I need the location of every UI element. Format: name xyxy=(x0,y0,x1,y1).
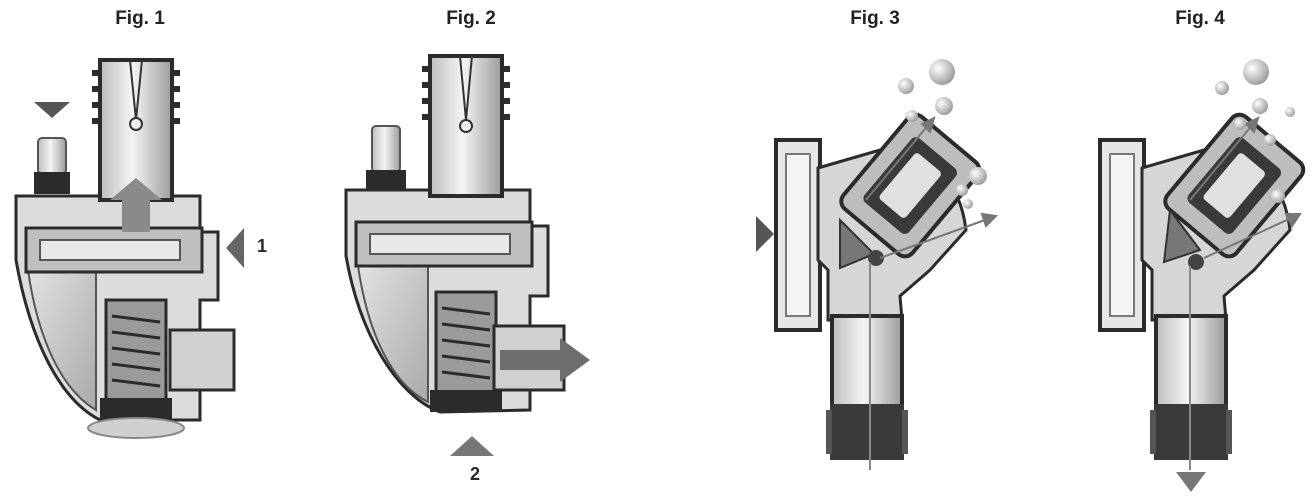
fig-3-lower-tube xyxy=(830,314,904,408)
fig-1-spring xyxy=(111,314,161,388)
fig-1-tube-ribs xyxy=(92,70,180,124)
fig-3-title: Fig. 3 xyxy=(850,8,900,29)
fig-3-inlet-arrow-icon xyxy=(756,216,774,252)
fig-3-pivot xyxy=(868,250,884,266)
fig-1-callout-label: 1 xyxy=(257,236,268,256)
side-valve-stem xyxy=(37,137,67,175)
fig-4-pivot xyxy=(1188,254,1204,270)
outflow-arrow-icon xyxy=(500,338,590,382)
down-arrow-icon xyxy=(34,102,70,118)
fig-4-air-bubbles xyxy=(1215,59,1295,203)
fig-3-flap xyxy=(839,217,876,270)
fig-1-outlet xyxy=(168,328,236,392)
fig-1-bowl xyxy=(26,269,97,412)
fig-3-cap xyxy=(839,112,982,259)
fig-4-air-arrows xyxy=(1189,116,1302,259)
fig-2-title: Fig. 2 xyxy=(446,8,496,29)
fig-2-bowl xyxy=(356,265,429,404)
fig-4-valve xyxy=(1098,59,1306,492)
fig-3-air-bubbles xyxy=(898,59,987,209)
fig-2-valve xyxy=(344,54,590,456)
fig-3-valve xyxy=(756,59,999,470)
fig-3-air-arrows xyxy=(865,116,999,259)
fig-2-callout-label: 2 xyxy=(470,464,481,484)
fig-1-title: Fig. 1 xyxy=(115,8,165,29)
up-flow-arrow-icon xyxy=(110,178,162,232)
fig-4-drain-arrow-icon xyxy=(1176,472,1206,492)
callout-2-arrow-icon xyxy=(450,436,494,456)
fig-1-valve xyxy=(14,58,244,439)
fig-4-flap xyxy=(1162,207,1202,264)
callout-1-arrow-icon xyxy=(226,228,244,268)
fig-2-side-valve-stem xyxy=(371,125,401,173)
fig-3-bottom-nut xyxy=(830,404,904,460)
fig-4-title: Fig. 4 xyxy=(1175,8,1225,29)
side-valve-nut xyxy=(34,172,70,194)
fig-1-bottom-cap xyxy=(100,398,172,420)
